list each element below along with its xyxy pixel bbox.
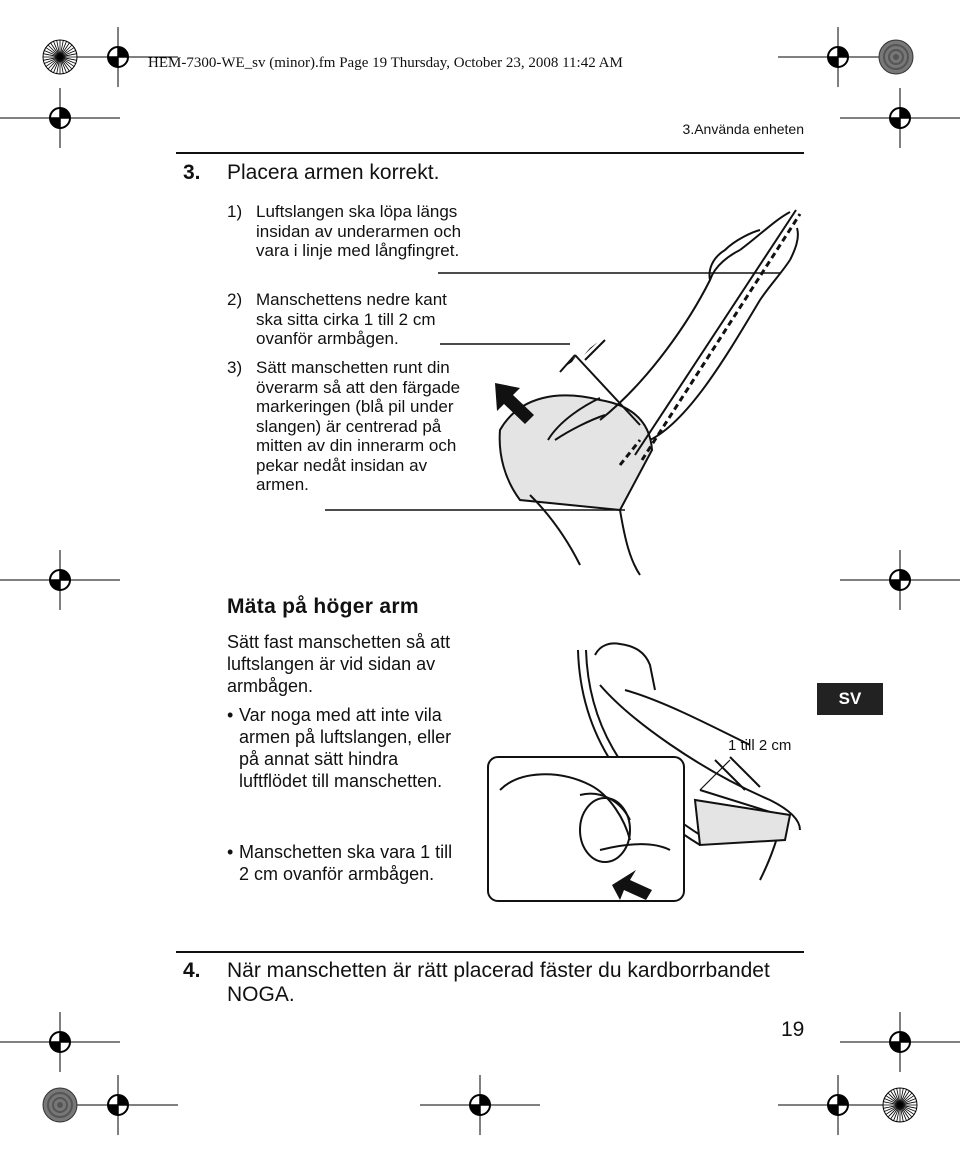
right-arm-heading: Mäta på höger arm xyxy=(227,595,419,618)
registration-mark-icon xyxy=(839,87,960,149)
step-3-number: 3. xyxy=(183,161,201,184)
step-3-title: Placera armen korrekt. xyxy=(227,161,440,184)
bullet-dot-icon: • xyxy=(227,705,234,725)
item-number: 3) xyxy=(227,358,243,377)
page-number: 19 xyxy=(781,1018,805,1041)
arrow-icon xyxy=(612,870,652,900)
bullet-text: Var noga med att inte vila armen på luft… xyxy=(239,705,452,791)
file-header-line: HEM-7300-WE_sv (minor).fm Page 19 Thursd… xyxy=(148,55,623,71)
item-text: Manschettens nedre kant ska sitta cirka … xyxy=(256,290,447,348)
step-3-item-2: 2) Manschettens nedre kant ska sitta cir… xyxy=(227,290,477,350)
cuff-placement-figure xyxy=(325,209,802,576)
section-divider xyxy=(176,152,804,154)
starburst-target-icon xyxy=(882,1087,918,1123)
arrow-icon xyxy=(495,383,534,424)
item-text: Luftslangen ska löpa längs insidan av un… xyxy=(256,202,462,260)
registration-mark-icon xyxy=(839,1011,960,1073)
item-number: 2) xyxy=(227,290,243,309)
step-4-text: När manschetten är rätt placerad fäster … xyxy=(227,959,770,1006)
gray-disc-icon xyxy=(878,39,914,75)
right-arm-figure xyxy=(487,642,801,902)
section-title: 3.Använda enheten xyxy=(682,121,804,137)
step-3-item-1: 1) Luftslangen ska löpa längs insidan av… xyxy=(227,202,477,282)
bullet-text: Manschetten ska vara 1 till 2 cm ovanför… xyxy=(239,842,453,884)
bullet-item: • Var noga med att inte vila armen på lu… xyxy=(227,704,467,834)
step-3-item-3: 3) Sätt manschetten runt din överarm så … xyxy=(227,358,477,518)
bullet-item: • Manschetten ska vara 1 till 2 cm ovanf… xyxy=(227,841,467,911)
language-tab: SV xyxy=(817,683,883,715)
registration-mark-icon xyxy=(0,1011,121,1073)
item-number: 1) xyxy=(227,202,243,221)
arrow-icon xyxy=(563,342,598,368)
item-text: Sätt manschetten runt din överarm så att… xyxy=(256,358,461,494)
right-arm-body: Sätt fast manschetten så att luftslangen… xyxy=(227,632,451,696)
gray-disc-icon xyxy=(42,1087,78,1123)
registration-mark-icon xyxy=(0,549,121,611)
step-4-divider xyxy=(176,951,804,953)
starburst-target-icon xyxy=(42,39,78,75)
registration-mark-icon xyxy=(0,87,121,149)
registration-mark-icon xyxy=(839,549,960,611)
step-4-number: 4. xyxy=(183,959,201,982)
registration-mark-icon xyxy=(777,1074,899,1136)
bullet-dot-icon: • xyxy=(227,842,234,862)
registration-mark-icon xyxy=(419,1074,541,1136)
